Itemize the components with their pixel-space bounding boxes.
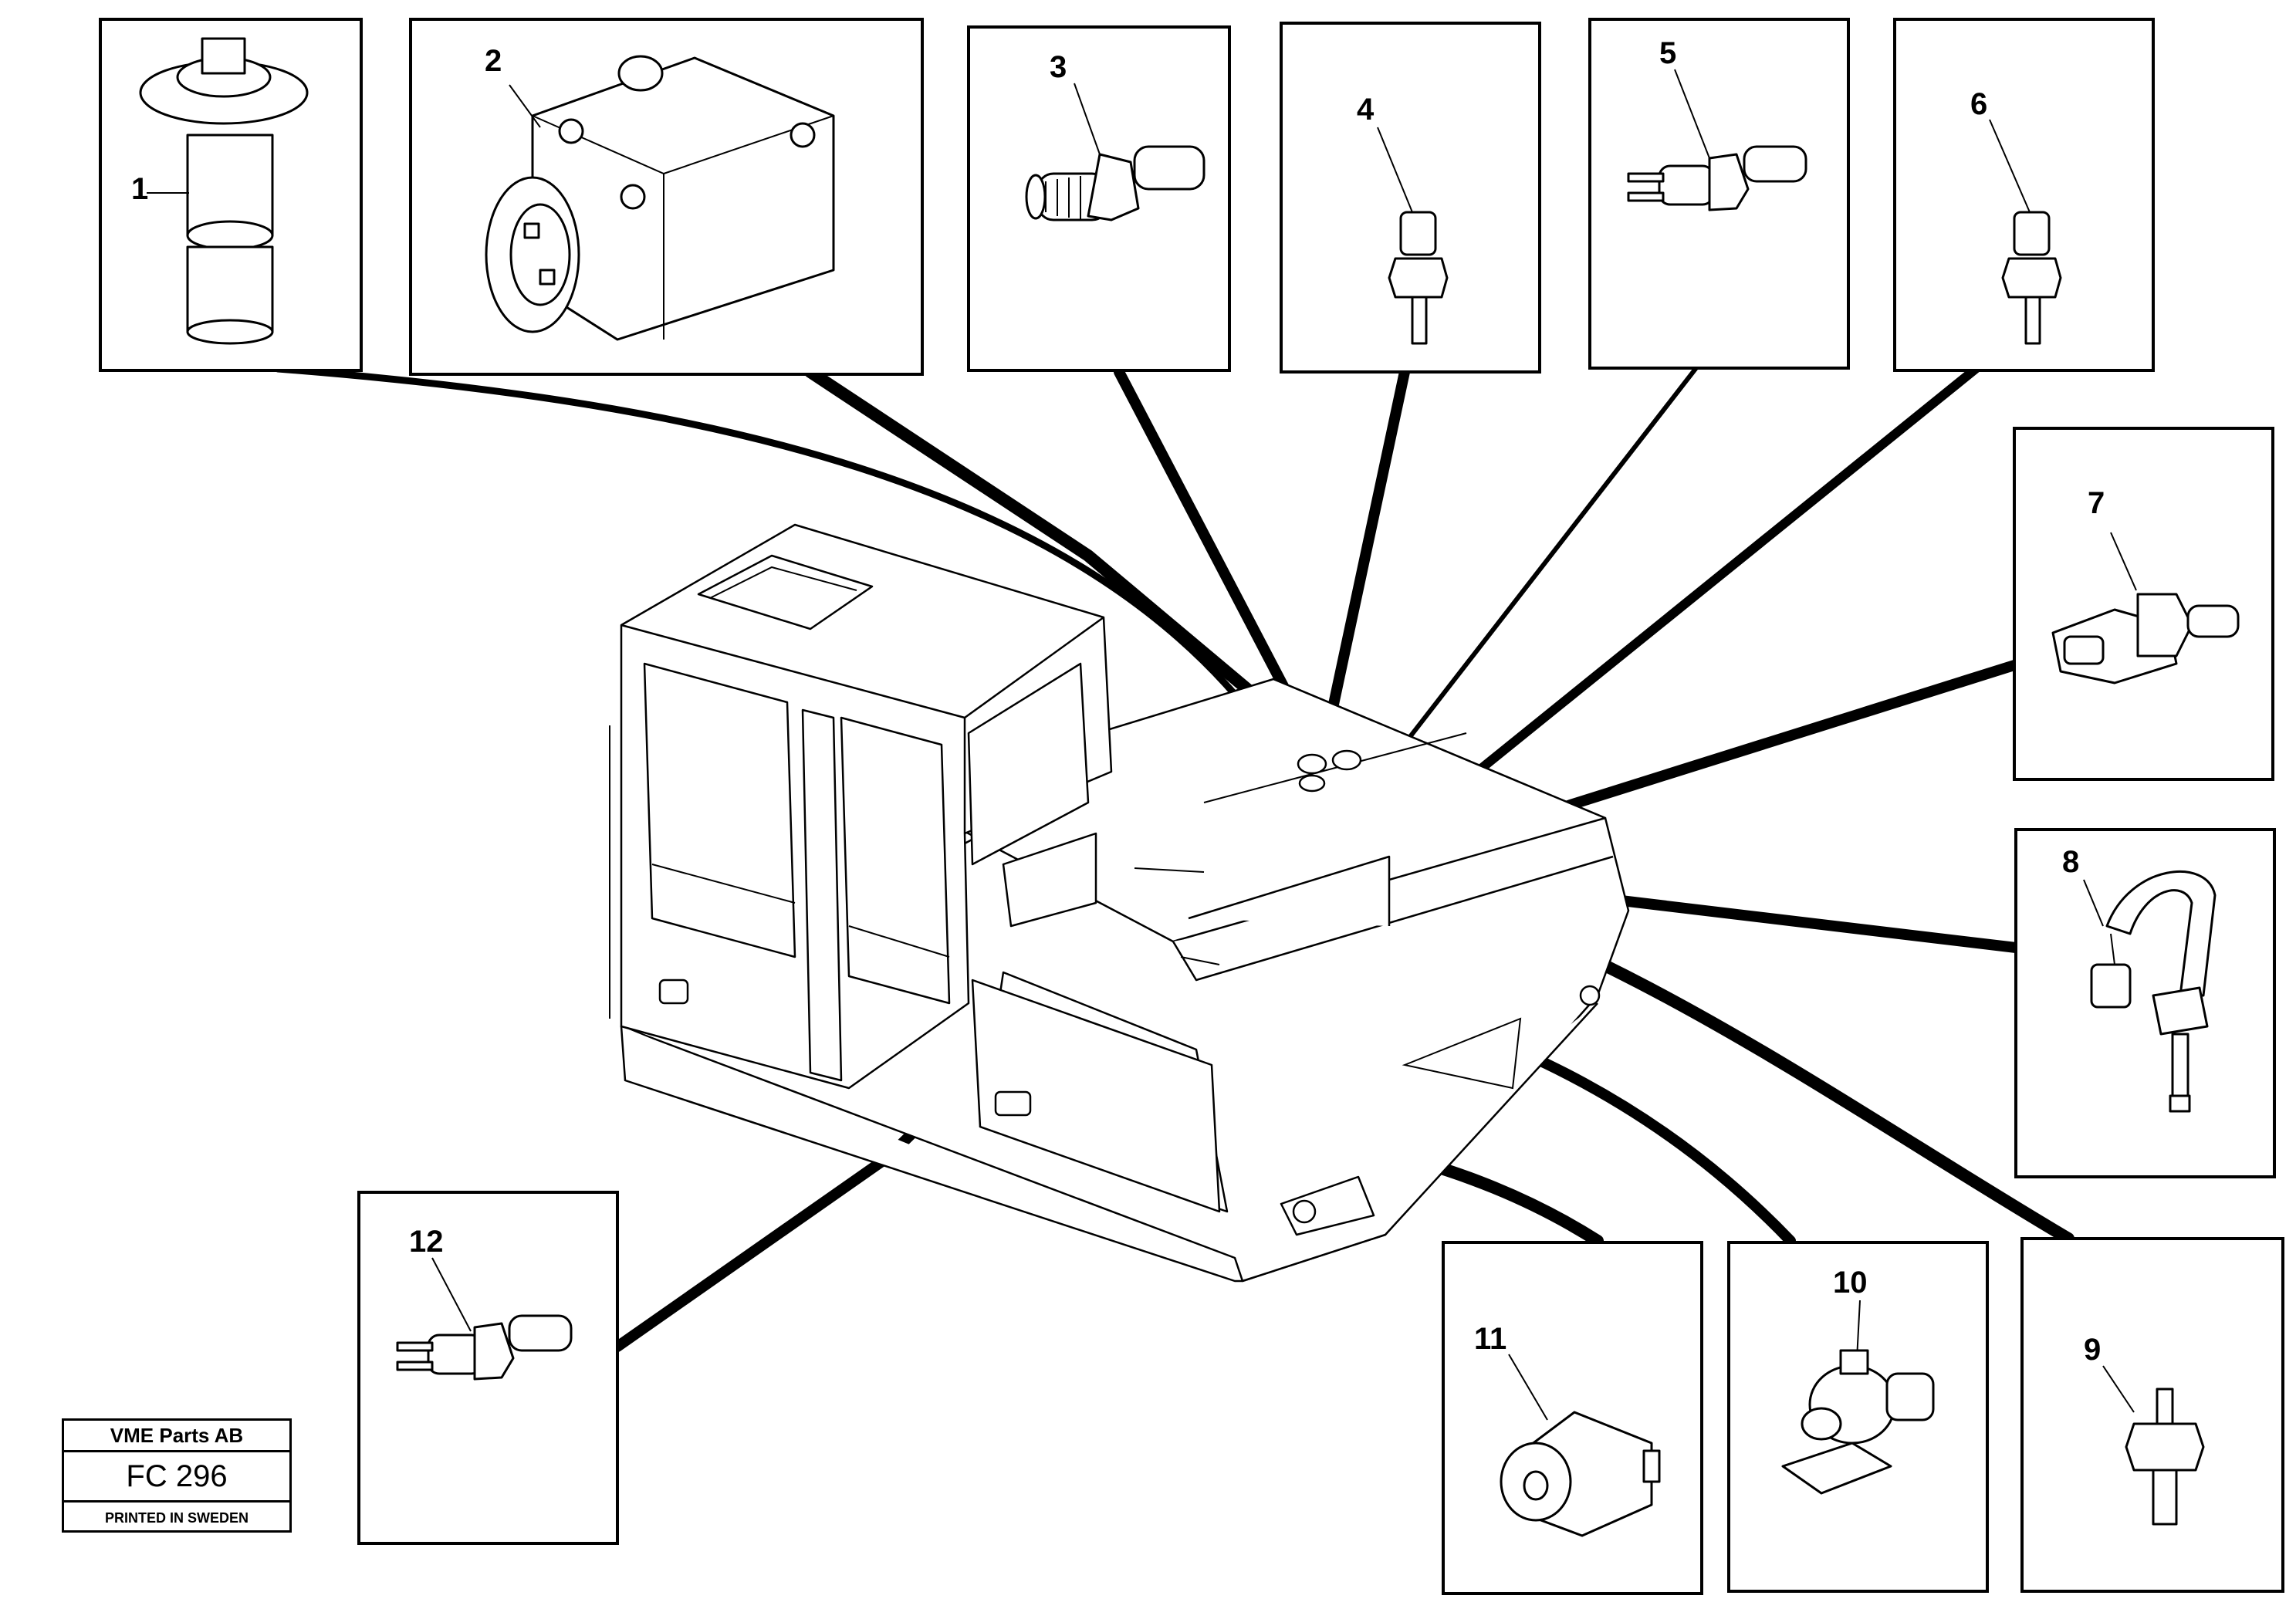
callout-panel-12: 12 (357, 1191, 619, 1545)
figure-code: FC 296 (64, 1452, 289, 1503)
pressure-sender-icon (2051, 532, 2240, 685)
title-block: VME Parts AB FC 296 PRINTED IN SWEDEN (62, 1418, 292, 1533)
callout-number-2: 2 (485, 44, 502, 78)
callout-panel-7: 7 (2013, 427, 2274, 781)
printed-note: PRINTED IN SWEDEN (104, 1510, 249, 1526)
excavator-upper-structure (609, 523, 1630, 1283)
callout-panel-5: 5 (1588, 18, 1850, 370)
pressure-switch-icon (396, 1257, 573, 1381)
callout-panel-8: 8 (2014, 828, 2276, 1178)
callout-number-7: 7 (2088, 486, 2105, 520)
callout-panel-1: 1 (99, 18, 363, 372)
callout-panel-9: 9 (2020, 1237, 2284, 1593)
callout-number-8: 8 (2062, 845, 2079, 879)
limit-switch-icon (485, 55, 835, 341)
pressure-sensor-icon (1025, 83, 1205, 221)
temperature-sensor-icon (1989, 119, 2062, 345)
callout-panel-6: 6 (1893, 18, 2155, 372)
temperature-sensor-icon (1377, 127, 1449, 345)
callout-number-12: 12 (409, 1225, 444, 1259)
callout-number-6: 6 (1970, 87, 1987, 121)
company-name: VME Parts AB (64, 1421, 289, 1452)
temperature-sensor-with-cable-icon (2083, 870, 2217, 1113)
pressure-switch-icon (1627, 69, 1807, 211)
callout-number-3: 3 (1050, 50, 1067, 84)
callout-number-4: 4 (1357, 93, 1375, 127)
callout-number-5: 5 (1659, 36, 1676, 70)
callout-panel-2: 2 (409, 18, 924, 376)
callout-panel-11: 11 (1442, 1241, 1703, 1595)
temperature-gauge-sender-icon (139, 37, 309, 345)
callout-number-1: 1 (131, 172, 148, 206)
callout-panel-3: 3 (967, 25, 1231, 372)
callout-number-11: 11 (1474, 1322, 1506, 1356)
temperature-sensor-icon (2102, 1365, 2205, 1526)
callout-number-9: 9 (2084, 1333, 2101, 1367)
callout-panel-10: 10 (1727, 1241, 1989, 1593)
solenoid-valve-icon (1781, 1300, 1935, 1495)
callout-panel-4: 4 (1280, 22, 1541, 374)
pressure-switch-round-icon (1500, 1354, 1661, 1537)
callout-number-10: 10 (1833, 1266, 1868, 1300)
